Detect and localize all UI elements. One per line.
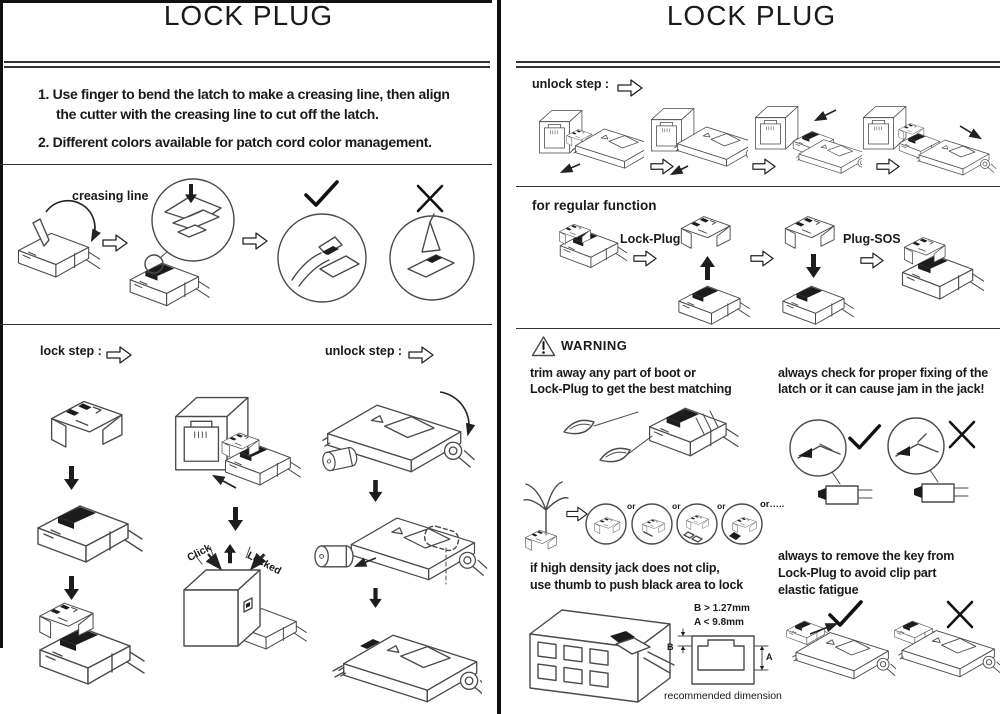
regular-function-label: for regular function bbox=[532, 198, 657, 213]
plug-sos-label: Plug-SOS bbox=[843, 232, 901, 246]
section-rule bbox=[0, 164, 492, 165]
warn-fix-line1: always check for proper fixing of the bbox=[778, 366, 989, 380]
patch-panel-illustration bbox=[529, 609, 675, 703]
page-title: LOCK PLUG bbox=[666, 0, 837, 31]
tool-on-plug-illustration bbox=[332, 634, 482, 703]
dim-a-text: A < 9.8mm bbox=[694, 617, 744, 628]
right-arrow-icon bbox=[408, 346, 434, 364]
down-arrow-icon bbox=[806, 254, 821, 278]
or-label: or bbox=[717, 501, 726, 511]
unlock-step-label: unlock step : bbox=[325, 344, 403, 358]
lock-clip-illustration bbox=[50, 400, 123, 448]
or-more-label: or….. bbox=[760, 499, 785, 510]
right-arrow-icon bbox=[876, 158, 900, 175]
warning-title: WARNING bbox=[561, 338, 628, 353]
unlock-scene-2 bbox=[648, 98, 748, 176]
right-arrow-icon bbox=[650, 158, 674, 175]
right-arrow-icon bbox=[106, 346, 132, 364]
down-arrow-icon bbox=[228, 507, 243, 531]
warn-key-line1: always to remove the key from bbox=[778, 549, 955, 563]
key-removal-correct-illustration bbox=[780, 600, 896, 680]
locked-plug-small bbox=[559, 223, 630, 280]
right-arrow-icon bbox=[752, 158, 776, 175]
trim-clip-illustration bbox=[523, 481, 569, 551]
latch-fixing-illustration bbox=[789, 417, 976, 505]
page-divider bbox=[497, 0, 501, 714]
unlock-scene-4 bbox=[860, 98, 997, 176]
section-rule bbox=[516, 328, 1000, 329]
down-arrow-icon bbox=[368, 480, 383, 502]
warn-jack-line1: if high density jack does not clip, bbox=[530, 561, 720, 575]
warn-key-line3: elastic fatigue bbox=[778, 583, 859, 597]
creasing-scene-illustration bbox=[17, 178, 475, 323]
creasing-line-label: creasing line bbox=[72, 189, 149, 203]
warn-jack-line2: use thumb to push black area to lock bbox=[530, 578, 743, 592]
down-arrow-icon bbox=[369, 588, 382, 608]
or-label: or bbox=[627, 501, 636, 511]
section-rule bbox=[0, 324, 492, 325]
title-double-rule bbox=[4, 61, 490, 68]
trim-boot-illustration bbox=[563, 396, 776, 463]
instruction-step1-line1: 1. Use finger to bend the latch to make … bbox=[38, 86, 450, 102]
scan-border-top bbox=[0, 0, 492, 3]
clip-options-illustration bbox=[585, 503, 763, 545]
right-arrow-icon bbox=[633, 250, 657, 267]
warn-key-line2: Lock-Plug to avoid clip part bbox=[778, 566, 937, 580]
instruction-step2: 2. Different colors available for patch … bbox=[38, 134, 432, 150]
down-arrow-icon bbox=[64, 466, 79, 490]
key-removal-wrong-illustration bbox=[888, 600, 1000, 678]
locked-plug-illustration bbox=[39, 602, 148, 696]
unlock-step-label: unlock step : bbox=[532, 77, 610, 91]
unlock-tool-illustration bbox=[320, 391, 476, 473]
warning-triangle-icon bbox=[531, 336, 556, 357]
dim-b-text: B > 1.27mm bbox=[694, 603, 750, 614]
or-label: or bbox=[672, 501, 681, 511]
jack-dimension-diagram bbox=[677, 628, 769, 685]
unlock-scene-3 bbox=[752, 98, 862, 174]
click-locked-illustration bbox=[183, 544, 307, 650]
warn-trim-line2: Lock-Plug to get the best matching bbox=[530, 382, 732, 396]
plug-illustration bbox=[22, 494, 144, 574]
clip-small bbox=[680, 216, 731, 249]
warn-fix-line2: latch or it can cause jam in the jack! bbox=[778, 382, 985, 396]
dim-b-letter: B bbox=[667, 642, 674, 652]
dim-a-letter: A bbox=[766, 652, 773, 662]
recommended-dimension-label: recommended dimension bbox=[664, 690, 782, 702]
jack-insert-illustration bbox=[162, 388, 302, 489]
title-double-rule bbox=[516, 61, 1000, 68]
section-rule bbox=[516, 186, 1000, 187]
up-arrow-icon bbox=[700, 256, 715, 280]
unlock-scene-1 bbox=[536, 98, 644, 173]
page-title: LOCK PLUG bbox=[163, 0, 334, 31]
lock-plug-label: Lock-Plug bbox=[620, 232, 681, 246]
key-removal-illustration bbox=[314, 517, 488, 585]
right-arrow-icon bbox=[860, 252, 884, 269]
warn-trim-line1: trim away any part of boot or bbox=[530, 366, 696, 380]
instruction-step1-line2: the cutter with the creasing line to cut… bbox=[56, 106, 379, 122]
assembled-plug-small bbox=[888, 237, 990, 312]
lock-step-label: lock step : bbox=[40, 344, 102, 358]
right-arrow-icon bbox=[750, 250, 774, 267]
right-arrow-icon bbox=[617, 79, 643, 97]
